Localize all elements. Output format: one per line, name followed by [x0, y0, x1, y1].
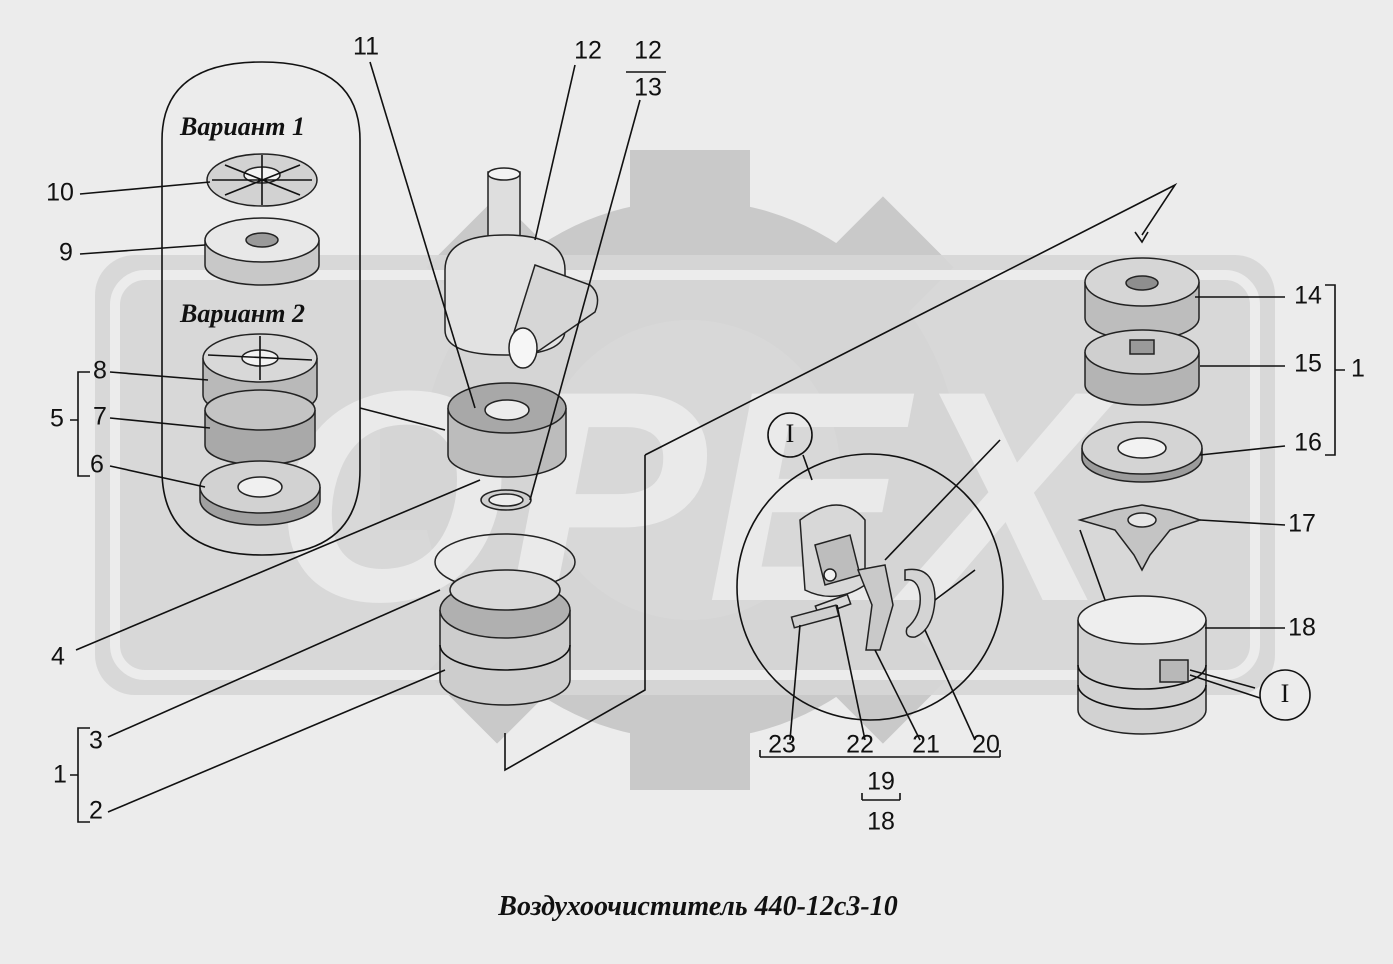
- label-4: 4: [51, 643, 65, 671]
- label-13-fraction: 13: [634, 74, 662, 102]
- label-11: 11: [353, 33, 379, 61]
- detail-I-view: [736, 453, 1004, 721]
- variant-frame: [161, 61, 361, 556]
- label-6: 6: [90, 451, 104, 479]
- part-15-filter-disc: [1084, 329, 1200, 406]
- watermark-text: OPEX: [273, 328, 1122, 664]
- part-13-sealing-ring: [480, 489, 532, 511]
- label-18-fraction: 18: [867, 808, 895, 836]
- label-2: 2: [89, 797, 103, 825]
- part-10-grid-disc: [206, 153, 318, 207]
- part-11-main-filter: [447, 382, 567, 478]
- label-12: 12: [574, 37, 602, 65]
- label-8: 8: [93, 357, 107, 385]
- part-20-spring-clip: [904, 568, 936, 638]
- variant-1-label: Вариант 1: [179, 112, 305, 141]
- part-18-housing: [1077, 595, 1207, 735]
- label-22: 22: [846, 731, 874, 759]
- callout-I-top: I: [767, 412, 813, 458]
- part-14-filter-disc: [1084, 257, 1200, 341]
- part-6-bottom-grid: [199, 460, 321, 526]
- part-16-grid-disc: [1081, 421, 1203, 483]
- label-3: 3: [89, 727, 103, 755]
- label-7: 7: [93, 403, 107, 431]
- label-1-left: 1: [53, 761, 67, 789]
- label-5: 5: [50, 405, 64, 433]
- svg-text:I: I: [1281, 679, 1290, 708]
- label-17: 17: [1288, 510, 1316, 538]
- label-15: 15: [1294, 350, 1322, 378]
- label-23: 23: [768, 731, 796, 759]
- part-17-spider-bracket: [1077, 504, 1203, 572]
- label-18: 18: [1288, 614, 1316, 642]
- label-19-fraction: 19: [867, 768, 895, 796]
- label-1-right: 1: [1351, 355, 1365, 383]
- part-21-latch: [856, 564, 894, 651]
- part-2-housing: [439, 569, 571, 706]
- label-20: 20: [972, 731, 1000, 759]
- watermark-plate: [95, 255, 1275, 695]
- label-14: 14: [1294, 282, 1322, 310]
- svg-text:I: I: [786, 419, 795, 448]
- variant-2-label: Вариант 2: [179, 299, 305, 328]
- label-12-fraction: 12: [634, 37, 662, 65]
- label-9: 9: [59, 239, 73, 267]
- label-10: 10: [46, 179, 74, 207]
- part-9-foam-disc: [204, 217, 320, 286]
- label-16: 16: [1294, 429, 1322, 457]
- diagram-title: Воздухоочиститель 440-12с3-10: [497, 891, 897, 922]
- callout-I-right: I: [1259, 669, 1311, 721]
- leader-lines: [70, 61, 1345, 823]
- part-12-cover: [444, 167, 599, 369]
- part-number-labels: 10 9 8 5 7 6 11 12 12 13 4 3 1 2 14 15 1…: [46, 33, 1365, 836]
- label-21: 21: [912, 731, 940, 759]
- part-7-filter-element: [204, 389, 316, 466]
